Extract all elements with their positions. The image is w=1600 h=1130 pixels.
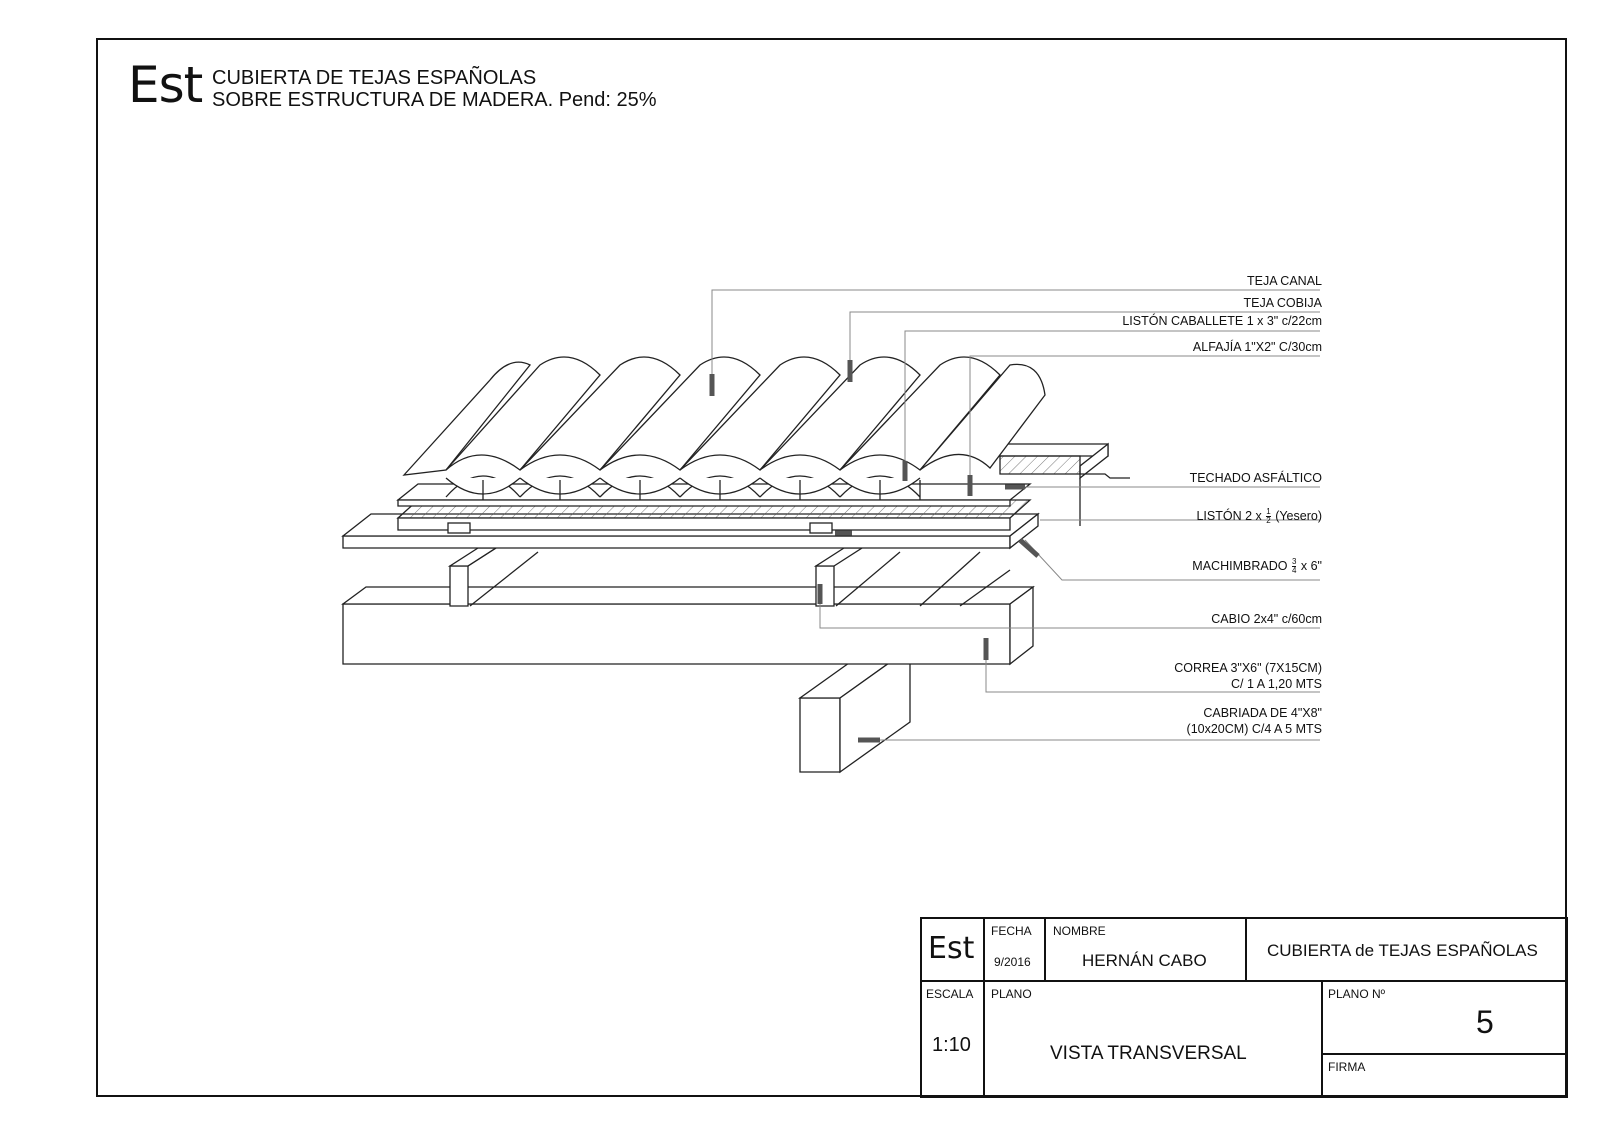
header-title-line2: SOBRE ESTRUCTURA DE MADERA. Pend: 25% — [212, 89, 657, 111]
header-title-line1: CUBIERTA DE TEJAS ESPAÑOLAS — [212, 67, 537, 89]
fecha-label: FECHA — [991, 924, 1032, 938]
end-section — [989, 442, 1130, 526]
nombre-value: HERNÁN CABO — [1082, 951, 1207, 970]
fraction-numerator: 3 — [1291, 557, 1297, 567]
label-correa-line2: C/ 1 A 1,20 MTS — [1230, 677, 1322, 691]
fraction-denominator: 4 — [1291, 566, 1297, 575]
label-cabriada-line2: (10x20CM) C/4 A 5 MTS — [1186, 722, 1322, 736]
tiles — [402, 356, 1046, 500]
label-alfajia: ALFAJÍA 1"X2" C/30cm — [1192, 340, 1322, 354]
drawing-sheet-border — [96, 38, 1567, 1097]
fraction-denominator: 2 — [1266, 516, 1271, 525]
leader-markers — [709, 360, 1040, 743]
plano-value: VISTA TRANSVERSAL — [1050, 1043, 1247, 1064]
label-techado-asfaltico: TECHADO ASFÁLTICO — [1189, 471, 1322, 485]
machimbrado-prefix: MACHIMBRADO — [1192, 558, 1288, 573]
nombre-label: NOMBRE — [1053, 924, 1106, 938]
header-code: Est — [128, 56, 203, 114]
escala-value: 1:10 — [932, 1034, 971, 1056]
fraction-numerator: 1 — [1266, 507, 1271, 517]
plano-numero-label: PLANO Nº — [1328, 987, 1386, 1001]
liston-yesero-prefix: LISTÓN 2 x — [1196, 508, 1262, 523]
escala-label: ESCALA — [926, 987, 974, 1001]
label-correa-line1: CORREA 3"X6" (7X15CM) — [1174, 661, 1322, 675]
fecha-value: 9/2016 — [994, 955, 1031, 969]
firma-label: FIRMA — [1328, 1060, 1366, 1074]
label-teja-cobija: TEJA COBIJA — [1243, 296, 1323, 310]
liston-yesero-suffix: (Yesero) — [1275, 508, 1322, 523]
machimbrado-suffix: x 6" — [1300, 558, 1322, 573]
label-cabriada-line1: CABRIADA DE 4"X8" — [1203, 706, 1322, 720]
plano-label: PLANO — [991, 987, 1032, 1001]
label-cabio: CABIO 2x4" c/60cm — [1211, 612, 1322, 626]
label-liston-caballete: LISTÓN CABALLETE 1 x 3" c/22cm — [1122, 314, 1322, 328]
project-title: CUBIERTA de TEJAS ESPAÑOLAS — [1267, 941, 1538, 960]
correa-beam — [341, 585, 1035, 666]
plano-numero-value: 5 — [1476, 1004, 1494, 1040]
label-teja-canal: TEJA CANAL — [1246, 274, 1322, 288]
title-block-code: Est — [928, 931, 975, 966]
